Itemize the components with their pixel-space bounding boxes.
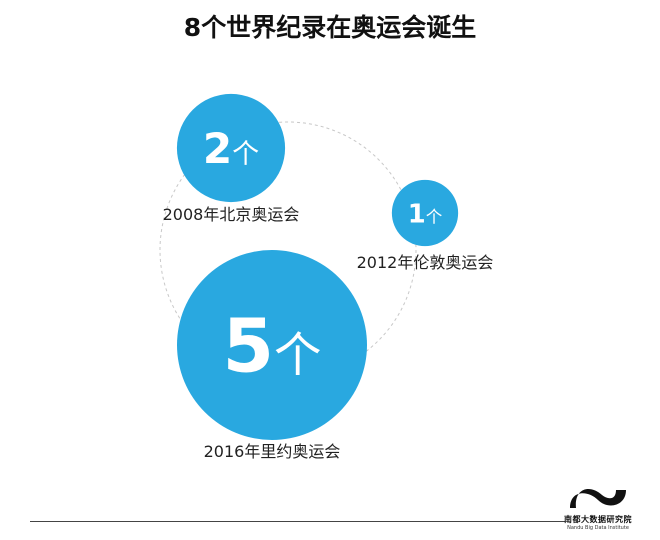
bubble-2008 [176, 93, 286, 203]
bubble-category-label: 2016年里约奥运会 [204, 442, 341, 461]
bubble-2012 [391, 179, 459, 247]
bubble-category-label: 2008年北京奥运会 [163, 205, 300, 224]
chart-title: 8个世界纪录在奥运会诞生 [183, 13, 477, 42]
logo-text-cn: 南都大数据研究院 [564, 515, 632, 524]
logo-wave-icon [570, 488, 626, 508]
bubble-value-label: 1个 [408, 199, 443, 229]
logo: 南都大数据研究院 Nandu Big Data Institute [562, 486, 634, 531]
bubble-value-label: 2个 [203, 124, 259, 173]
bubble-category-label: 2012年伦敦奥运会 [357, 253, 494, 272]
bubble-value-label: 5个 [222, 304, 321, 390]
logo-text-en: Nandu Big Data Institute [567, 525, 629, 531]
bubble-2016 [177, 250, 367, 440]
footer-divider [30, 521, 565, 522]
